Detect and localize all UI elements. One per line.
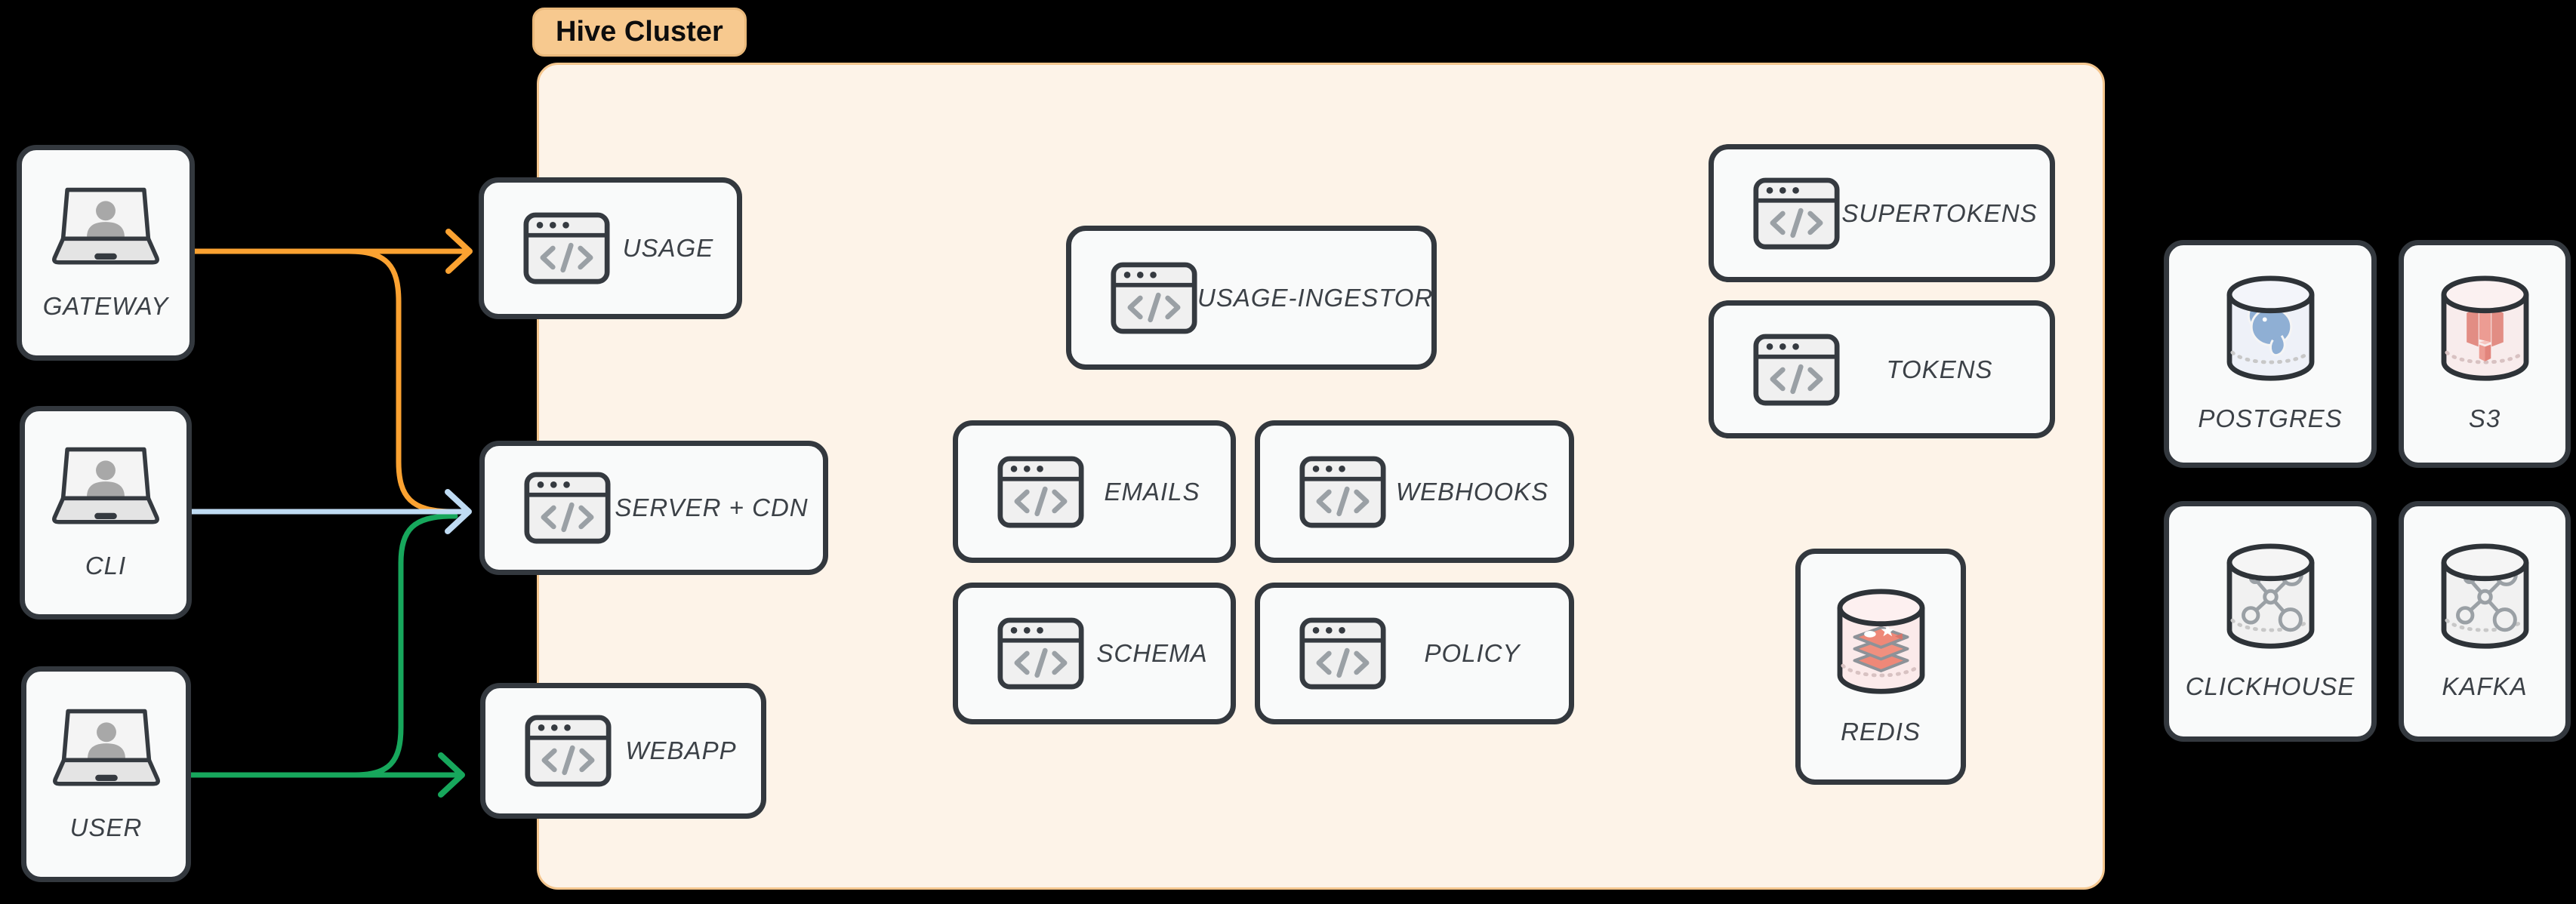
code-window-icon bbox=[524, 472, 611, 544]
node-server-cdn: SERVER + CDN bbox=[479, 441, 828, 575]
code-window-icon bbox=[525, 715, 612, 787]
node-tokens-label: TOKENS bbox=[1886, 355, 1993, 383]
node-schema: SCHEMA bbox=[953, 583, 1236, 724]
laptop-user-icon bbox=[46, 445, 165, 529]
node-s3: S3 bbox=[2399, 240, 2571, 468]
node-usage-ingestor-label: USAGE-INGESTOR bbox=[1197, 283, 1434, 312]
molecule-cylinder-icon bbox=[2437, 543, 2533, 653]
node-policy: POLICY bbox=[1255, 583, 1574, 724]
connection-gateway-usage-arrowhead bbox=[445, 229, 473, 274]
connection-gateway-server-cdn bbox=[346, 248, 459, 515]
node-webhooks: WEBHOOKS bbox=[1255, 420, 1574, 563]
postgres-cylinder-icon bbox=[2223, 275, 2319, 385]
connection-user-webapp-arrowhead bbox=[438, 752, 465, 798]
node-user: USER bbox=[21, 666, 191, 882]
node-clickhouse-label: CLICKHOUSE bbox=[2185, 672, 2356, 700]
laptop-user-icon bbox=[46, 186, 165, 269]
hive-cluster-badge-label: Hive Cluster bbox=[556, 16, 723, 48]
node-policy-label: POLICY bbox=[1424, 639, 1521, 667]
node-schema-label: SCHEMA bbox=[1096, 639, 1208, 667]
node-server-cdn-label: SERVER + CDN bbox=[615, 494, 809, 521]
node-cli-label: CLI bbox=[85, 552, 127, 580]
node-emails-label: EMAILS bbox=[1104, 477, 1200, 506]
s3-cylinder-icon bbox=[2437, 275, 2533, 385]
node-usage-ingestor: USAGE-INGESTOR bbox=[1066, 226, 1437, 370]
molecule-cylinder-icon bbox=[2223, 543, 2319, 653]
connection-user-server-cdn bbox=[352, 513, 458, 778]
node-tokens: TOKENS bbox=[1709, 300, 2055, 438]
code-window-icon bbox=[1753, 334, 1840, 406]
node-supertokens: SUPERTOKENS bbox=[1709, 144, 2055, 282]
redis-cylinder-icon bbox=[1833, 588, 1929, 698]
node-postgres: POSTGRES bbox=[2164, 240, 2377, 468]
node-s3-label: S3 bbox=[2468, 404, 2501, 432]
code-window-icon bbox=[1299, 617, 1386, 690]
code-window-icon bbox=[1111, 262, 1197, 334]
code-window-icon bbox=[997, 456, 1084, 528]
node-kafka: KAFKA bbox=[2399, 501, 2571, 742]
node-user-label: USER bbox=[69, 813, 143, 841]
node-usage-label: USAGE bbox=[622, 234, 714, 262]
node-webapp: WEBAPP bbox=[480, 683, 766, 819]
node-redis: REDIS bbox=[1795, 549, 1966, 785]
node-usage: USAGE bbox=[479, 177, 742, 319]
code-window-icon bbox=[1299, 456, 1386, 528]
node-gateway-label: GATEWAY bbox=[42, 291, 169, 320]
code-window-icon bbox=[997, 617, 1084, 690]
node-kafka-label: KAFKA bbox=[2442, 672, 2528, 700]
node-webapp-label: WEBAPP bbox=[625, 736, 737, 764]
node-supertokens-label: SUPERTOKENS bbox=[1841, 198, 2038, 227]
node-webhooks-label: WEBHOOKS bbox=[1395, 477, 1549, 506]
hive-cluster-badge: Hive Cluster bbox=[532, 8, 747, 57]
node-redis-label: REDIS bbox=[1841, 717, 1921, 746]
code-window-icon bbox=[523, 212, 610, 284]
laptop-user-icon bbox=[47, 707, 166, 791]
node-gateway: GATEWAY bbox=[17, 145, 195, 361]
connection-cli-server-cdn-arrowhead bbox=[445, 489, 472, 534]
node-emails: EMAILS bbox=[953, 420, 1236, 563]
node-postgres-label: POSTGRES bbox=[2198, 404, 2343, 432]
node-clickhouse: CLICKHOUSE bbox=[2164, 501, 2377, 742]
code-window-icon bbox=[1753, 177, 1840, 250]
node-cli: CLI bbox=[20, 406, 192, 620]
